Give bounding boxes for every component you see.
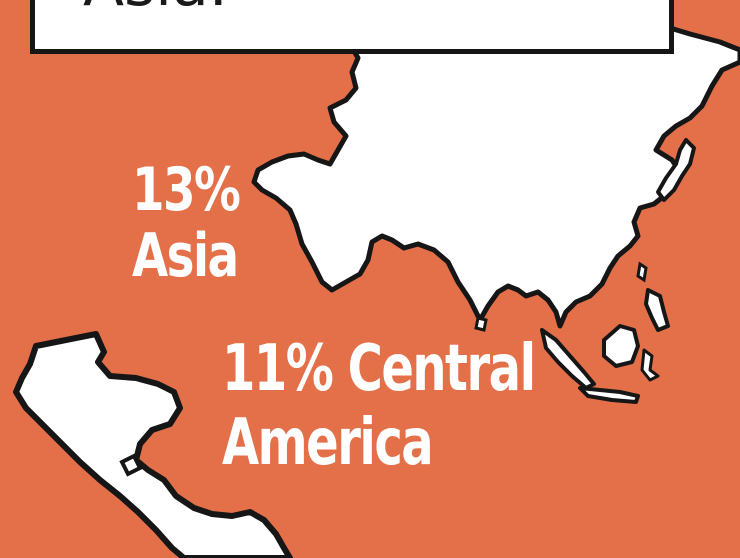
callout-box: Asia. <box>30 0 674 54</box>
philippines <box>644 288 670 332</box>
callout-text: Asia. <box>83 0 228 15</box>
sulawesi <box>640 348 660 382</box>
asia-landmass <box>251 3 740 329</box>
asia-name: Asia <box>132 221 239 291</box>
borneo <box>602 324 640 368</box>
java <box>578 386 640 404</box>
taiwan <box>636 261 648 283</box>
central-america-name-line2: America <box>222 406 434 480</box>
japan-islands <box>656 138 696 202</box>
yucatan-outline <box>119 453 143 477</box>
central-america-percent: 11% <box>222 332 334 406</box>
central-america-landmass <box>13 331 293 558</box>
central-america-stat-label: 11% Central America <box>222 337 536 480</box>
asia-percent: 13% <box>132 155 241 225</box>
asia-stat-label: 13% Asia <box>132 155 241 291</box>
sumatra <box>540 328 596 390</box>
sri-lanka <box>474 316 488 332</box>
central-america-name-line1: Central <box>347 332 536 406</box>
